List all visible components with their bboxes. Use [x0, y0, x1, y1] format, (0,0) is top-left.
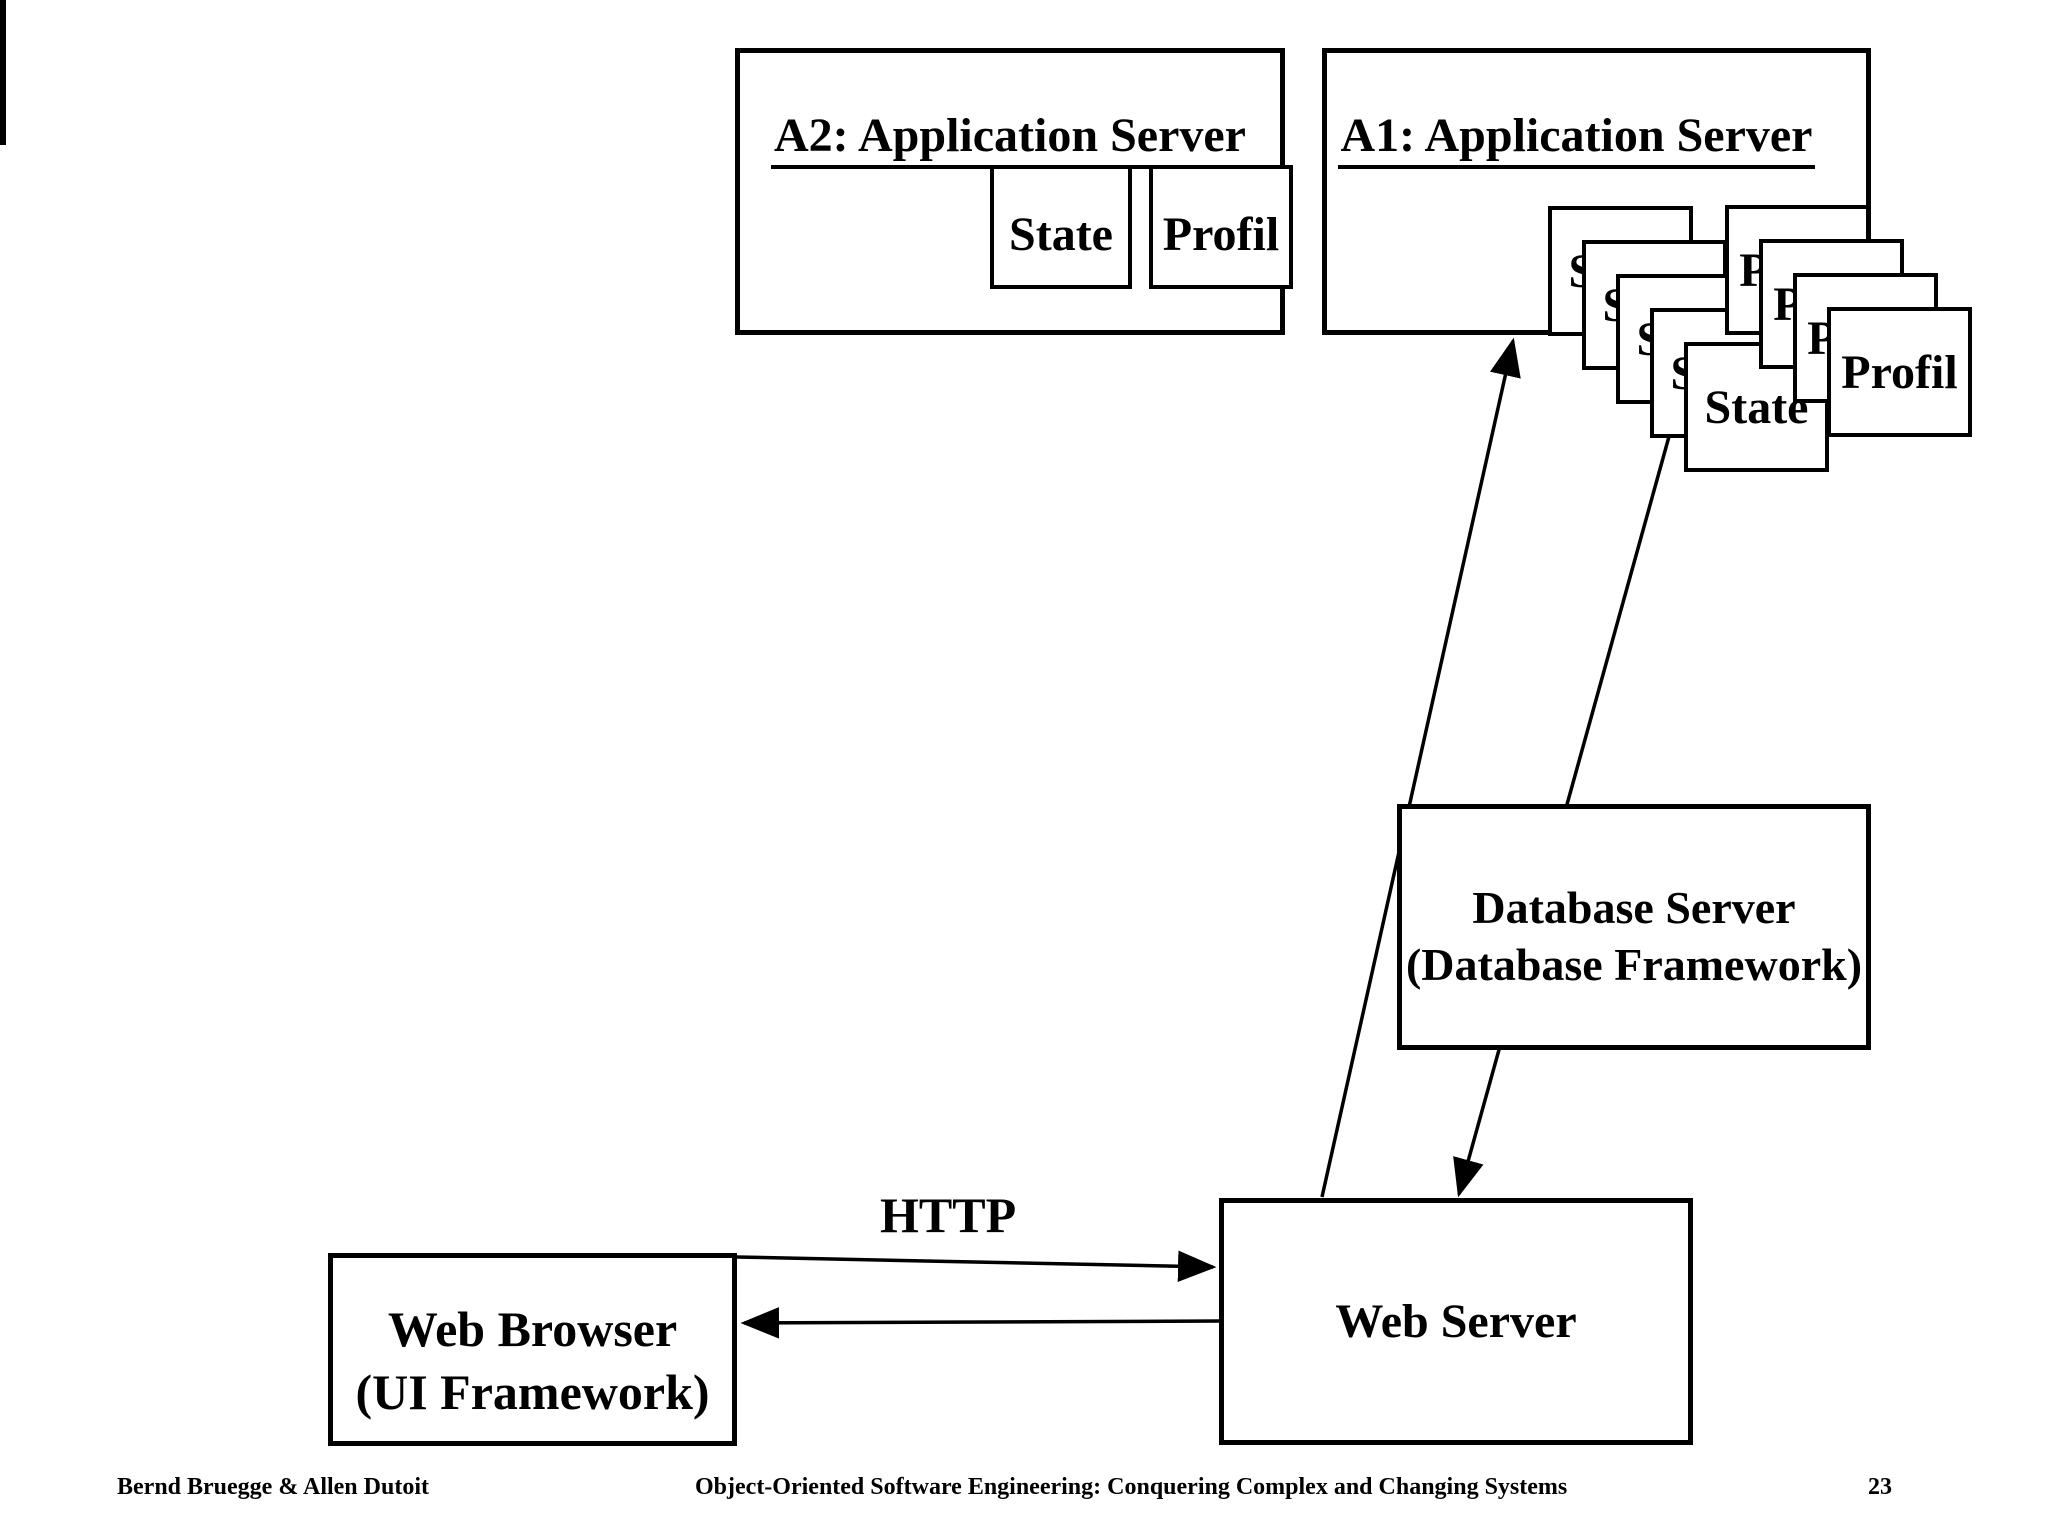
footer-authors: Bernd Bruegge & Allen Dutoit — [117, 1474, 429, 1500]
a2-state-label: State — [1009, 207, 1113, 261]
a1-node-title: A1: Application Server — [1307, 108, 1846, 169]
footer-page-number: 23 — [1868, 1474, 1892, 1500]
a2-node-title: A2: Application Server — [740, 108, 1280, 169]
profil-object-label: Profil — [1841, 345, 1958, 399]
profil-object-instance-4: Profil — [1827, 307, 1972, 437]
web-browser-label: Web Browser (UI Framework) — [355, 1301, 710, 1420]
database-server-node: Database Server (Database Framework) — [1397, 804, 1871, 1050]
arrow-http-response — [740, 1307, 1223, 1339]
a2-profil-label: Profil — [1162, 207, 1280, 261]
scan-edge-artifact — [0, 0, 6, 145]
http-edge-label: HTTP — [880, 1187, 1017, 1243]
web-server-node: Web Server — [1219, 1198, 1693, 1445]
arrow-http-request — [736, 1250, 1217, 1283]
a2-state-object: State — [990, 165, 1132, 289]
a2-profil-object: Profil — [1149, 165, 1293, 289]
arrow-webserver-to-a1 — [1320, 337, 1521, 1198]
footer-book-title: Object-Oriented Software Engineering: Co… — [695, 1474, 1568, 1500]
web-server-label: Web Server — [1335, 1294, 1577, 1348]
state-object-label: State — [1704, 380, 1809, 434]
state-object-instance-5: State — [1684, 342, 1829, 472]
web-browser-node: Web Browser (UI Framework) — [328, 1253, 737, 1446]
database-server-label: Database Server (Database Framework) — [1405, 881, 1863, 991]
arrow-statestack-to-webserver — [1453, 349, 1695, 1198]
